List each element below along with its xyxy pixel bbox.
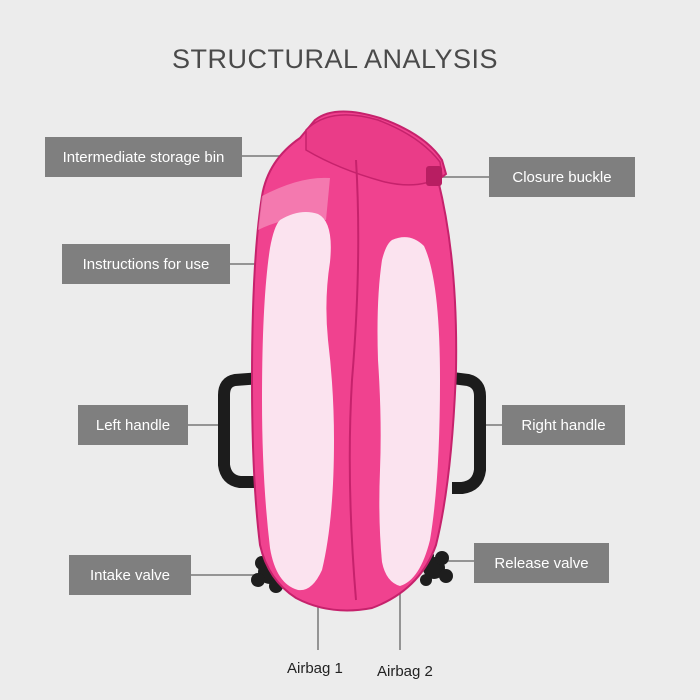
closure-buckle-shape [426, 166, 442, 186]
label-intermediate-storage-bin: Intermediate storage bin [45, 137, 242, 177]
right-handle-shape [451, 372, 486, 494]
label-airbag-2: Airbag 2 [377, 663, 433, 680]
label-intake-valve: Intake valve [69, 555, 191, 595]
diagram-title: STRUCTURAL ANALYSIS [171, 44, 499, 74]
center-seam-shape [348, 159, 360, 601]
label-airbag-1: Airbag 1 [287, 660, 343, 677]
label-release-valve: Release valve [474, 543, 609, 583]
left-handle-shape [218, 372, 263, 488]
label-left-handle: Left handle [78, 405, 188, 445]
label-instructions-for-use: Instructions for use [62, 244, 230, 284]
label-closure-buckle: Closure buckle [489, 157, 635, 197]
label-right-handle: Right handle [502, 405, 625, 445]
airbag-1-shape [262, 212, 334, 591]
airbag-2-shape [377, 237, 440, 586]
